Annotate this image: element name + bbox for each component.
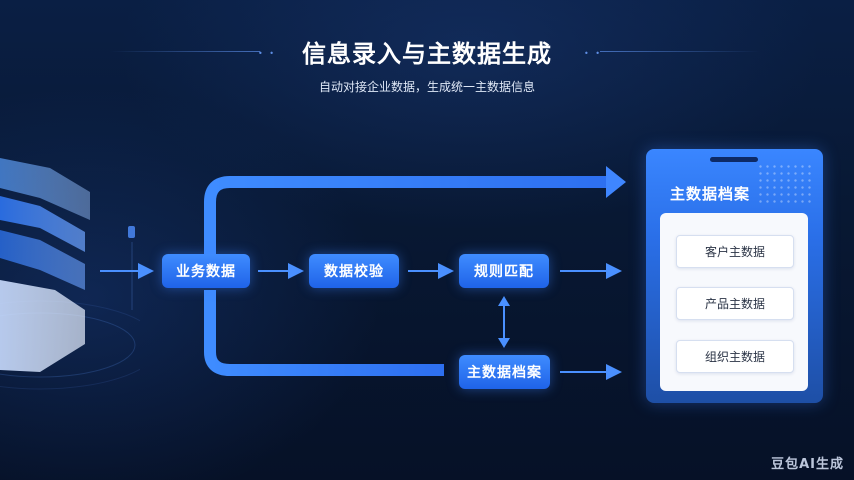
panel-content-card: 客户主数据 产品主数据 组织主数据 [660,213,808,391]
title-deco-dots-left: • • [258,49,276,58]
node-master-archive[interactable]: 主数据档案 [459,355,550,389]
indicator-bar [128,226,135,238]
arrowhead-up [498,296,510,306]
node-rule-matching[interactable]: 规则匹配 [459,254,549,288]
node-business-data[interactable]: 业务数据 [162,254,250,288]
panel-dot-pattern [757,163,813,203]
panel-title: 主数据档案 [670,185,751,203]
arrowhead-down [498,338,510,348]
panel-item-product-master[interactable]: 产品主数据 [676,287,794,320]
panel-item-organization-master[interactable]: 组织主数据 [676,340,794,373]
title-deco-line-right [600,51,760,52]
master-data-archive-panel: 主数据档案 客户主数据 产品主数据 组织主数据 [646,149,823,403]
node-data-validation[interactable]: 数据校验 [309,254,399,288]
ai-generated-watermark: 豆包AI生成 [771,457,844,472]
bottom-bypass-path [204,290,444,376]
top-bypass-arrowhead [606,166,626,198]
title-deco-dots-right: • • [584,49,602,58]
page-subtitle: 自动对接企业数据，生成统一主数据信息 [318,80,535,94]
stacked-layers-graphic [0,158,140,390]
panel-notch [710,157,758,162]
page-title: 信息录入与主数据生成 [302,40,552,68]
top-bypass-arrow [204,176,610,258]
title-deco-line-left [110,51,260,52]
panel-item-customer-master[interactable]: 客户主数据 [676,235,794,268]
